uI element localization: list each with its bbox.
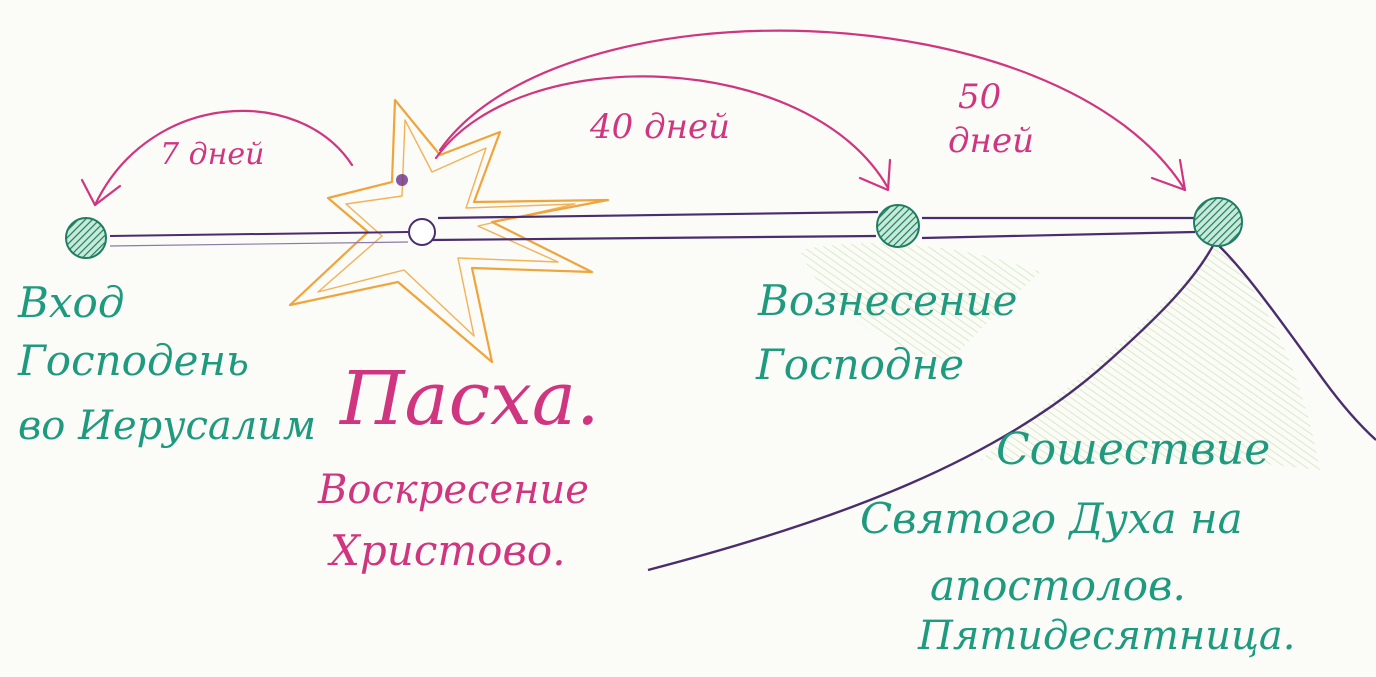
easter-dot — [409, 219, 435, 245]
arrow-50-days — [440, 31, 1185, 190]
timeline-line-easter-ascension — [438, 212, 878, 218]
easter-subtitle-line1: Воскресение — [318, 470, 589, 510]
easter-subtitle-line2: Христово. — [330, 530, 566, 572]
pentecost-label-line4: Пятидесятница. — [918, 616, 1295, 656]
ascension-label-line2: Господне — [756, 344, 964, 386]
pentecost-label-line3: апостолов. — [930, 565, 1186, 607]
label-50-days-word: дней — [948, 124, 1034, 158]
label-40-days: 40 дней — [590, 110, 730, 144]
pentecost-dot — [1194, 198, 1242, 246]
ascension-dot — [877, 205, 919, 247]
ascension-label-line1: Вознесение — [758, 280, 1018, 322]
label-7-days: 7 дней — [160, 140, 264, 170]
easter-title: Пасха. — [340, 362, 599, 436]
entry-dot — [66, 218, 106, 258]
pentecost-label-line1: Сошествие — [996, 428, 1270, 472]
timeline-line-ascension-pentecost-lower — [922, 232, 1195, 238]
arrow-50-days-head — [1152, 160, 1185, 190]
entry-label-line3: во Иерусалим — [18, 406, 316, 446]
pentecost-label-line2: Святого Духа на — [860, 498, 1243, 540]
timeline-line-entry-easter-thin — [110, 242, 408, 246]
label-50-number: 50 — [958, 80, 1001, 114]
entry-label-line2: Господень — [18, 340, 249, 382]
timeline-line-easter-ascension-lower — [430, 236, 876, 240]
entry-label-line1: Вход — [18, 282, 124, 324]
star-dot — [396, 174, 408, 186]
